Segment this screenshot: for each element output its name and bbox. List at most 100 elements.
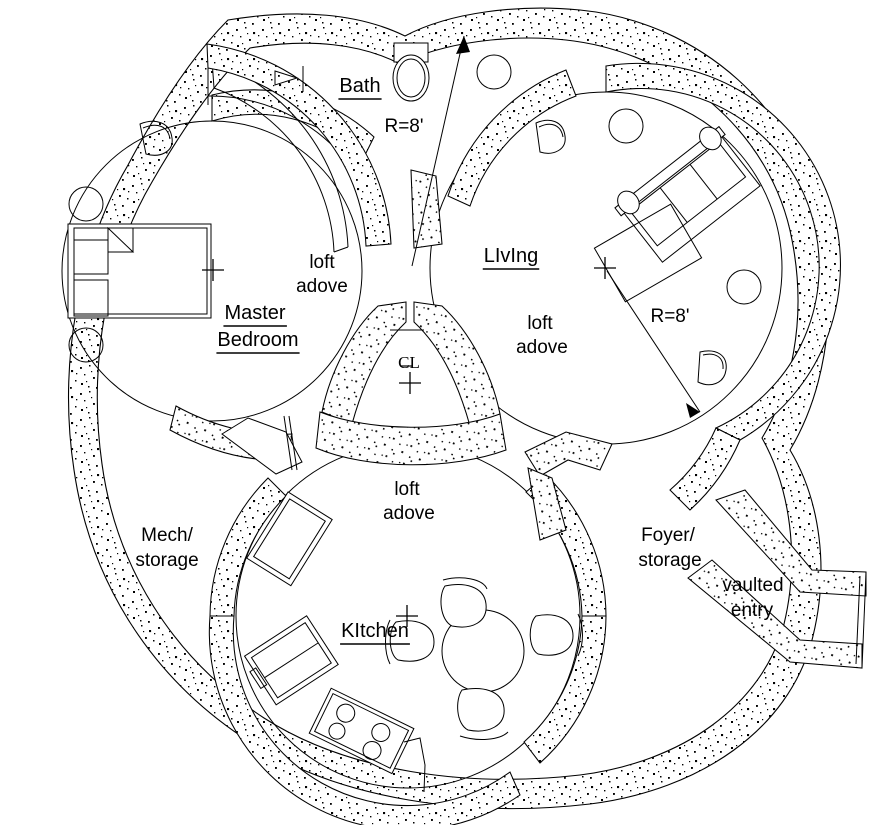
sink-divider <box>264 642 319 679</box>
label-foyer-2: storage <box>638 550 701 571</box>
loft-labels-group: loft adove loft adove loft adove <box>296 252 568 524</box>
label-bath: Bath <box>339 75 380 97</box>
label-loft-s-2: adove <box>383 503 435 524</box>
living-wall-arc-nw <box>447 69 577 207</box>
sofa-backrest <box>614 125 726 217</box>
burner-4 <box>362 740 382 760</box>
living-side-table-1 <box>608 108 644 144</box>
sofa-cushion-div-2 <box>689 164 718 200</box>
radius-leader-bath <box>411 35 465 267</box>
sofa-group <box>614 125 761 263</box>
label-mech-2: storage <box>135 550 198 571</box>
core-band-south <box>315 411 507 466</box>
sink-group <box>243 615 339 706</box>
entry-wall-south <box>687 559 863 669</box>
sink-faucet <box>249 667 268 690</box>
label-bedroom: Bedroom <box>217 329 298 351</box>
bath-wall-band <box>206 43 392 247</box>
label-mech-1: Mech/ <box>141 525 193 546</box>
pillow-2 <box>73 279 109 317</box>
sofa-seat <box>629 141 747 247</box>
centerline-text: CL <box>398 353 420 372</box>
furniture-living <box>476 54 762 386</box>
vaulted-entry <box>687 489 867 669</box>
label-loft-e-2: adove <box>516 337 568 358</box>
label-loft-nw-2: adove <box>296 276 348 297</box>
partition-arc-inner <box>213 87 335 253</box>
kitchen-wall-arc-nw <box>209 477 287 617</box>
nightstand-top <box>68 186 104 222</box>
dining-chair-s <box>457 688 509 740</box>
entry-door-line-inner <box>855 575 861 665</box>
outer-shell-wall <box>68 7 830 810</box>
chair-living-2 <box>697 350 727 386</box>
label-loft-nw-1: loft <box>309 252 335 273</box>
dining-chair-e <box>529 613 583 657</box>
nightstand-bottom <box>68 327 104 363</box>
kitchen-counter-inner <box>252 498 326 580</box>
bath-fixture-triangle <box>274 70 299 86</box>
exterior-wall-band <box>68 7 830 810</box>
living-side-table-2 <box>726 269 762 305</box>
label-radius-bath: R=8' <box>384 116 423 137</box>
furniture-bath <box>274 42 430 102</box>
core-lobe-west <box>321 301 407 425</box>
sofa-cushion-div-1 <box>659 187 688 223</box>
burner-3 <box>371 722 391 742</box>
label-vault-1: vaulted <box>722 575 783 596</box>
dimension-leaders <box>411 35 701 418</box>
kitchen-counter-run <box>403 737 426 793</box>
mech-divider-line <box>283 415 293 471</box>
mech-storage-partitions <box>169 405 303 475</box>
range-cooktop-group <box>308 687 415 775</box>
pillow-1 <box>73 239 109 275</box>
area-labels-group: Mech/storage Foyer/storage vaulted entry <box>135 525 783 621</box>
label-foyer-1: Foyer/ <box>641 525 696 546</box>
stub-walls <box>410 169 613 541</box>
label-loft-e-1: loft <box>527 313 553 334</box>
dining-chair-w <box>385 619 435 665</box>
label-radius-living: R=8' <box>650 306 689 327</box>
kitchen-counter <box>246 491 333 587</box>
mech-divider-line-2 <box>288 415 298 471</box>
kitchen-wall-arc-sw <box>208 615 521 825</box>
chair-living-1-back <box>538 123 564 138</box>
label-kitchen: KItchen <box>341 620 409 642</box>
chair-bedroom-back <box>142 124 171 140</box>
burner-2 <box>328 722 346 740</box>
radius-arrowhead-living <box>686 403 700 418</box>
cross-center <box>399 372 421 394</box>
furniture-master-bedroom <box>67 120 212 363</box>
radius-arrowhead-bath <box>456 36 470 54</box>
central-core-walls <box>315 301 507 466</box>
label-living: LIvIng <box>484 245 538 267</box>
radius-leader-living <box>606 270 701 413</box>
cooktop-inner <box>313 692 410 769</box>
chair-bedroom <box>139 120 173 156</box>
living-wall-arc-se <box>669 427 741 511</box>
toilet-bowl <box>392 54 430 102</box>
cross-kitchen <box>396 605 418 627</box>
sofa-arm-right <box>699 126 722 151</box>
living-side-table-3 <box>476 54 512 90</box>
stub-wall-foyer-north <box>527 467 567 541</box>
label-master: Master <box>224 302 285 324</box>
chair-living-1 <box>535 119 566 154</box>
stub-wall-bath-south <box>410 169 443 249</box>
burner-1 <box>336 703 356 723</box>
cross-master <box>202 259 224 281</box>
range-cooktop <box>308 687 415 775</box>
label-vault-2: entry <box>731 600 774 621</box>
furniture-kitchen <box>243 491 583 793</box>
label-loft-s-1: loft <box>394 479 420 500</box>
centerline-symbol: CL <box>398 353 420 372</box>
entry-door-line-outer <box>861 571 867 669</box>
counter-group <box>246 491 333 587</box>
partition-end-bottom <box>333 246 349 253</box>
toilet-bowl-inner <box>396 58 426 98</box>
bath-arc-wall <box>206 43 392 247</box>
center-cross-marks <box>202 257 616 627</box>
bed-blanket <box>107 227 134 253</box>
